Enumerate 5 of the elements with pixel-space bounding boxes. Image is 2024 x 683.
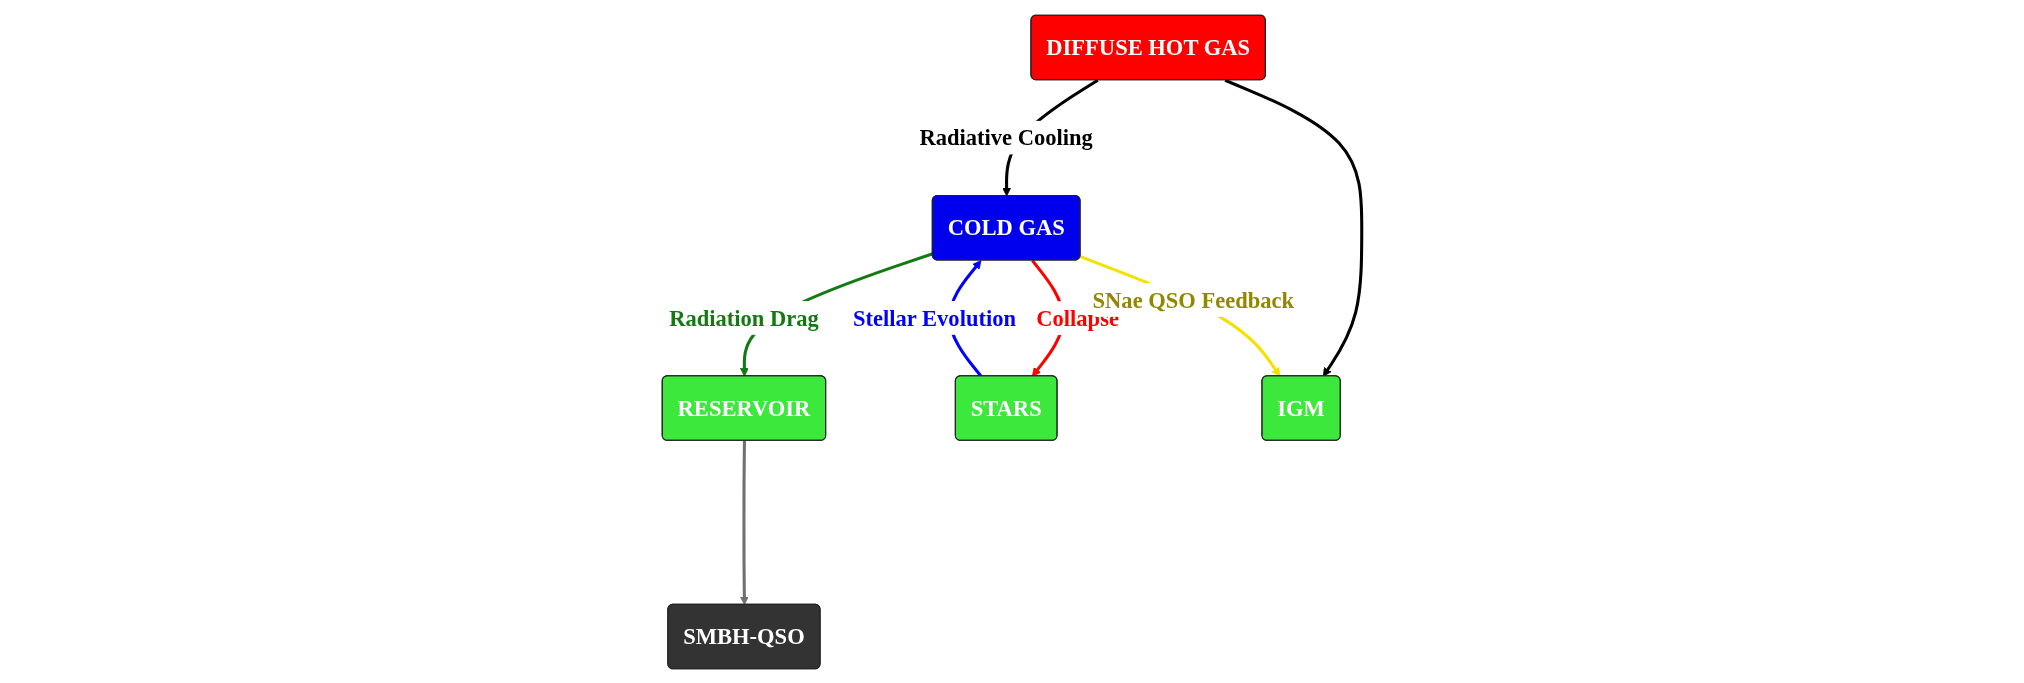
edge-label: Radiative Cooling — [919, 124, 1093, 150]
arrow — [1224, 78, 1364, 377]
edge-label: Radiation Drag — [669, 304, 819, 331]
arrow — [739, 440, 749, 605]
edge-label: Stellar Evolution — [853, 304, 1017, 331]
